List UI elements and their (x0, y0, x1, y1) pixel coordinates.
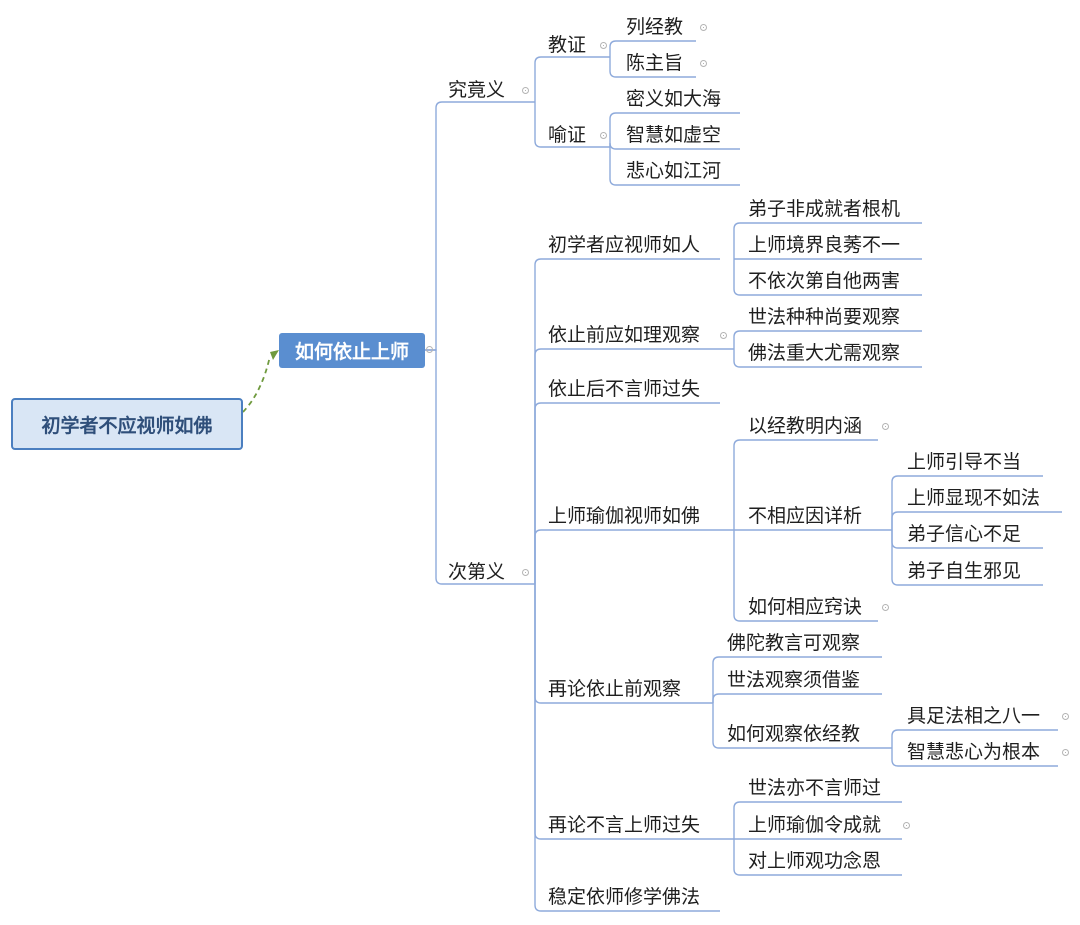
jiaozheng-branch-0 (609, 40, 696, 57)
node-shifayibuyan[interactable]: 世法亦不言师过 (748, 777, 882, 799)
node-jufafa[interactable]: 具足法相之八一 (907, 705, 1041, 727)
buxiangying-branch-1 (891, 511, 1062, 530)
yizhiqian-branch-0 (733, 330, 922, 349)
node-xiejian[interactable]: 弟子自生邪见 (907, 560, 1022, 582)
collapse-icon[interactable] (1062, 749, 1069, 756)
node-shifazhongzhong[interactable]: 世法种种尚要观察 (748, 306, 901, 328)
node-yijingjiao[interactable]: 以经教明内涵 (748, 415, 863, 437)
collapse-icon[interactable] (1062, 713, 1069, 720)
yizhiqian-branch-1 (733, 349, 922, 368)
collapse-icon[interactable] (600, 132, 607, 139)
root-to-main-arrow (242, 355, 271, 413)
node-shifaguancha[interactable]: 世法观察须借鉴 (727, 669, 861, 691)
collapse-icon[interactable] (600, 42, 607, 49)
cidi-branch-3 (534, 529, 734, 584)
node-zailunbuyan[interactable]: 再论不言上师过失 (548, 814, 701, 836)
collapse-icon[interactable] (700, 24, 707, 31)
node-xianxian[interactable]: 上师显现不如法 (907, 487, 1041, 509)
cidi-branch-5 (534, 584, 734, 840)
node-xinxin[interactable]: 弟子信心不足 (907, 523, 1022, 545)
cidi-branch-2 (534, 402, 720, 584)
node-shangshiyujia[interactable]: 上师瑜伽视师如佛 (548, 505, 701, 527)
node-zhihuibeixin[interactable]: 智慧悲心为根本 (907, 741, 1041, 763)
buxiangying-branch-3 (891, 530, 1043, 586)
node-shangshiyujialing[interactable]: 上师瑜伽令成就 (748, 814, 882, 836)
node-buyicidi[interactable]: 不依次第自他两害 (748, 270, 901, 292)
node-wending[interactable]: 稳定依师修学佛法 (548, 886, 701, 908)
node-dizifei[interactable]: 弟子非成就者根机 (748, 198, 901, 220)
chuxue-branch-0 (733, 222, 922, 259)
yuzheng-branch-1 (609, 142, 740, 150)
cidi-branch-6 (534, 584, 720, 912)
node-liejingjiao[interactable]: 列经教 (626, 16, 684, 38)
zailunbuyan-branch-2 (733, 839, 902, 876)
chuxue-branch-2 (733, 259, 922, 296)
node-beixin[interactable]: 悲心如江河 (626, 160, 722, 182)
jiujing-branch-0 (534, 56, 610, 102)
main-topic-node[interactable]: 如何依止上师 (279, 333, 425, 368)
node-fofazhongda[interactable]: 佛法重大尤需观察 (748, 342, 901, 364)
collapse-icon[interactable] (522, 87, 529, 94)
main-branch-1 (425, 349, 535, 585)
node-ruhexiangying[interactable]: 如何相应窍诀 (748, 596, 863, 618)
node-ruheguancha[interactable]: 如何观察依经教 (727, 723, 861, 745)
root-node[interactable]: 初学者不应视师如佛 (11, 398, 243, 450)
node-cidiyi[interactable]: 次第义 (448, 561, 506, 583)
node-chuxuezhe[interactable]: 初学者应视师如人 (548, 234, 701, 256)
collapse-icon[interactable] (522, 569, 529, 576)
node-yuzheng[interactable]: 喻证 (548, 124, 587, 146)
node-yizhiqian[interactable]: 依止前应如理观察 (548, 324, 701, 346)
jiaozheng-branch-1 (609, 57, 696, 78)
zailunbuyan-branch-0 (733, 801, 902, 839)
ruheguancha-branch-0 (891, 729, 1058, 748)
zailun-branch-2 (712, 703, 892, 749)
buxiangying-branch-0 (891, 475, 1043, 530)
collapse-icon[interactable] (882, 604, 889, 611)
node-shangshijingjie[interactable]: 上师境界良莠不一 (748, 234, 901, 256)
node-yizhihou[interactable]: 依止后不言师过失 (548, 378, 701, 400)
ruheguancha-branch-1 (891, 748, 1058, 767)
yuzheng-branch-2 (609, 147, 740, 186)
arrow-head-icon (270, 350, 279, 360)
node-yindao[interactable]: 上师引导不当 (907, 451, 1022, 473)
node-chenzhuzhi[interactable]: 陈主旨 (626, 52, 684, 74)
node-zhihui[interactable]: 智慧如虚空 (626, 124, 722, 146)
node-jiujingyi[interactable]: 究竟义 (448, 79, 506, 101)
node-duishangshi[interactable]: 对上师观功念恩 (748, 850, 882, 872)
zailun-branch-1 (712, 693, 882, 703)
zailun-branch-0 (712, 656, 882, 703)
collapse-icon[interactable] (426, 346, 433, 353)
jiujing-branch-1 (534, 102, 610, 148)
collapse-icon[interactable] (903, 822, 910, 829)
node-buxiangying[interactable]: 不相应因详析 (748, 505, 863, 527)
node-jiaozheng[interactable]: 教证 (548, 34, 587, 56)
collapse-icon[interactable] (882, 423, 889, 430)
yujia-branch-0 (733, 439, 878, 530)
node-miyi[interactable]: 密义如大海 (626, 88, 722, 110)
collapse-icon[interactable] (700, 60, 707, 67)
yuzheng-branch-0 (609, 112, 740, 147)
node-fotuojiaoyan[interactable]: 佛陀教言可观察 (727, 632, 861, 654)
yujia-branch-2 (733, 530, 878, 622)
collapse-icon[interactable] (720, 332, 727, 339)
node-zailunyizhiqian[interactable]: 再论依止前观察 (548, 678, 682, 700)
cidi-branch-1 (534, 348, 734, 584)
main-branch-0 (425, 101, 535, 351)
cidi-branch-0 (534, 258, 720, 584)
